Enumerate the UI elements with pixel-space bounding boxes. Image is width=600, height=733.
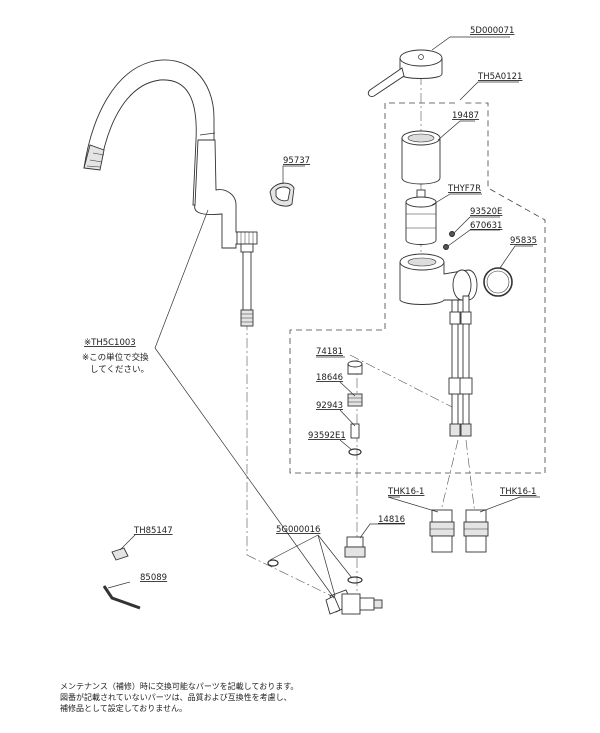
- assembly-boundary-th5a0121: [289, 102, 546, 474]
- part-thk16-1-fitting-left: [429, 509, 455, 553]
- stop-valve: [325, 589, 383, 615]
- centerline-connection: [246, 554, 341, 601]
- part-5d000071-lever-handle: [367, 49, 443, 97]
- part-95835-o-ring: [483, 267, 513, 297]
- label-92943: 92943: [316, 401, 343, 411]
- centerline-diag: [349, 354, 459, 411]
- part-74181-knob: [347, 360, 363, 375]
- label-thk16-1-left: THK16-1: [387, 487, 424, 497]
- part-thyf7r-cartridge: [405, 189, 437, 245]
- label-18646: 18646: [316, 373, 343, 383]
- label-19487: 19487: [452, 111, 479, 121]
- footer-note: メンテナンス（補修）時に交換可能なパーツを記載しております。 図番が記載されてい…: [60, 681, 298, 714]
- label-unit-note-2: してください。: [90, 365, 149, 375]
- label-93520e: 93520E: [470, 207, 502, 217]
- part-labels: 5D000071 TH5A0121 19487 THYF7R 93520E 67…: [82, 26, 537, 583]
- label-5g000016: 5G000016: [276, 525, 320, 535]
- part-85089-hex-wrench: [102, 585, 141, 610]
- part-5g000016-washers: [267, 559, 363, 584]
- centerline-hose-a: [439, 439, 459, 516]
- footer-note-line-1: メンテナンス（補修）時に交換可能なパーツを記載しております。: [60, 682, 299, 691]
- part-18646-nut: [347, 393, 363, 407]
- label-thyf7r: THYF7R: [447, 184, 481, 194]
- label-14816: 14816: [378, 515, 405, 525]
- supply-hoses: [448, 295, 473, 437]
- centerline-hose-b: [465, 439, 476, 516]
- spout-hose: [236, 231, 258, 327]
- label-74181: 74181: [316, 347, 343, 357]
- label-95737: 95737: [283, 156, 310, 166]
- label-th85147: TH85147: [133, 526, 173, 536]
- label-thk16-1-right: THK16-1: [499, 487, 536, 497]
- label-th5c1003: ※TH5C1003: [84, 338, 136, 348]
- footer-note-line-3: 補修品として設定しておりません。: [60, 704, 188, 713]
- label-th5a0121: TH5A0121: [477, 72, 522, 82]
- label-5d000071: 5D000071: [470, 26, 514, 36]
- part-93520e-screw: [449, 231, 455, 237]
- part-95737-clip: [269, 182, 295, 207]
- label-unit-note-1: ※この単位で交換: [82, 352, 149, 363]
- part-670631-pin: [443, 244, 449, 250]
- part-92943-spindle: [350, 423, 360, 439]
- part-thk16-1-fitting-right: [463, 509, 489, 553]
- label-95835: 95835: [510, 236, 537, 246]
- footer-note-line-2: 図番が記載されていないパーツは、品質および互換性を考慮し、: [60, 693, 292, 702]
- part-93592e1-washer: [348, 448, 362, 456]
- label-93592e1: 93592E1: [308, 431, 346, 441]
- leader-lines: [107, 36, 540, 599]
- label-85089: 85089: [140, 573, 167, 583]
- part-th85147: [111, 547, 129, 561]
- label-670631: 670631: [470, 221, 502, 231]
- spout-assembly: [83, 59, 249, 249]
- part-14816-nut: [344, 536, 366, 558]
- part-19487-cap: [401, 130, 441, 185]
